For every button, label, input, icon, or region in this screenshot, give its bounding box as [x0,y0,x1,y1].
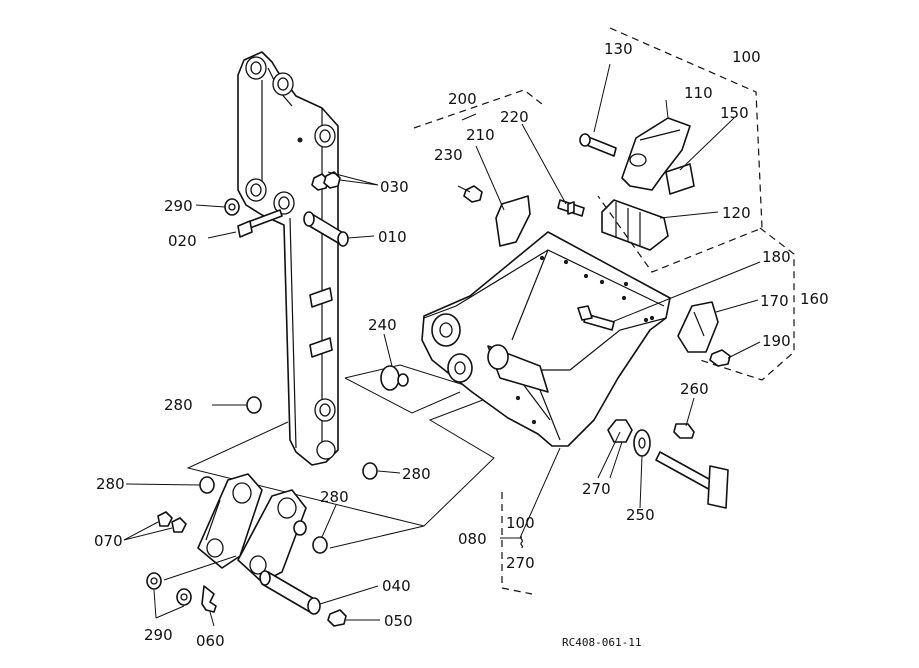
label-100: 100 [732,48,761,66]
label-290-a: 290 [164,197,193,215]
label-260: 260 [680,380,709,398]
lock-150 [665,163,695,195]
label-200: 200 [448,90,477,108]
label-280-a: 280 [164,396,193,414]
group-100-border [597,27,763,273]
pin-040 [259,570,321,615]
label-280-d: 280 [320,488,349,506]
bolt-180 [577,305,615,331]
side-cutter-170 [677,301,719,353]
label-180: 180 [762,248,791,266]
label-150: 150 [720,104,749,122]
bucket [421,231,671,447]
label-280-b: 280 [96,475,125,493]
nuts-030 [311,171,341,191]
arm-link [237,51,339,466]
label-040: 040 [382,577,411,595]
o-ring-280-b [199,476,215,494]
nut-230 [463,185,483,203]
label-220: 220 [500,108,529,126]
label-270: 270 [582,480,611,498]
label-070: 070 [94,532,123,550]
section-lines [186,364,498,549]
label-190: 190 [762,332,791,350]
group-080-border [501,492,533,595]
leader-lines [123,63,761,627]
bolt-060 [201,585,217,613]
label-080: 080 [458,530,487,548]
range-start: 100 [506,514,535,532]
nut-070-b [171,517,187,533]
label-210: 210 [466,126,495,144]
group-160-border [699,227,795,381]
bolt-050 [327,609,347,627]
pin-010 [303,211,349,247]
label-110: 110 [684,84,713,102]
bolt-260 [673,423,695,439]
label-060: 060 [196,632,225,650]
pin-250 [655,451,729,509]
o-ring-280-d [312,536,328,554]
range-end: 270 [506,554,535,572]
drawing-code: RC408-061-11 [562,636,641,649]
label-290-b: 290 [144,626,173,644]
o-ring-280-c [362,462,378,480]
nut-190 [709,349,731,367]
bolt-130 [579,133,617,157]
label-020: 020 [168,232,197,250]
grease-fitting-240 [380,365,409,391]
adapter-120 [601,199,669,251]
label-280-c: 280 [402,465,431,483]
o-ring-270 [607,419,633,443]
shim-210 [495,195,531,247]
label-050: 050 [384,612,413,630]
label-010: 010 [378,228,407,246]
label-160: 160 [800,290,829,308]
label-030: 030 [380,178,409,196]
tooth-110 [621,117,691,191]
label-170: 170 [760,292,789,310]
label-250: 250 [626,506,655,524]
nut-070-a [157,511,173,527]
label-230: 230 [434,146,463,164]
bolt-020 [237,209,283,238]
range-sep: ⌇ [518,534,525,552]
group-200-border [413,89,543,129]
bolt-220 [557,199,585,217]
o-ring-280-a [246,396,262,414]
lower-links [197,473,307,583]
label-240: 240 [368,316,397,334]
label-120: 120 [722,204,751,222]
label-130: 130 [604,40,633,58]
